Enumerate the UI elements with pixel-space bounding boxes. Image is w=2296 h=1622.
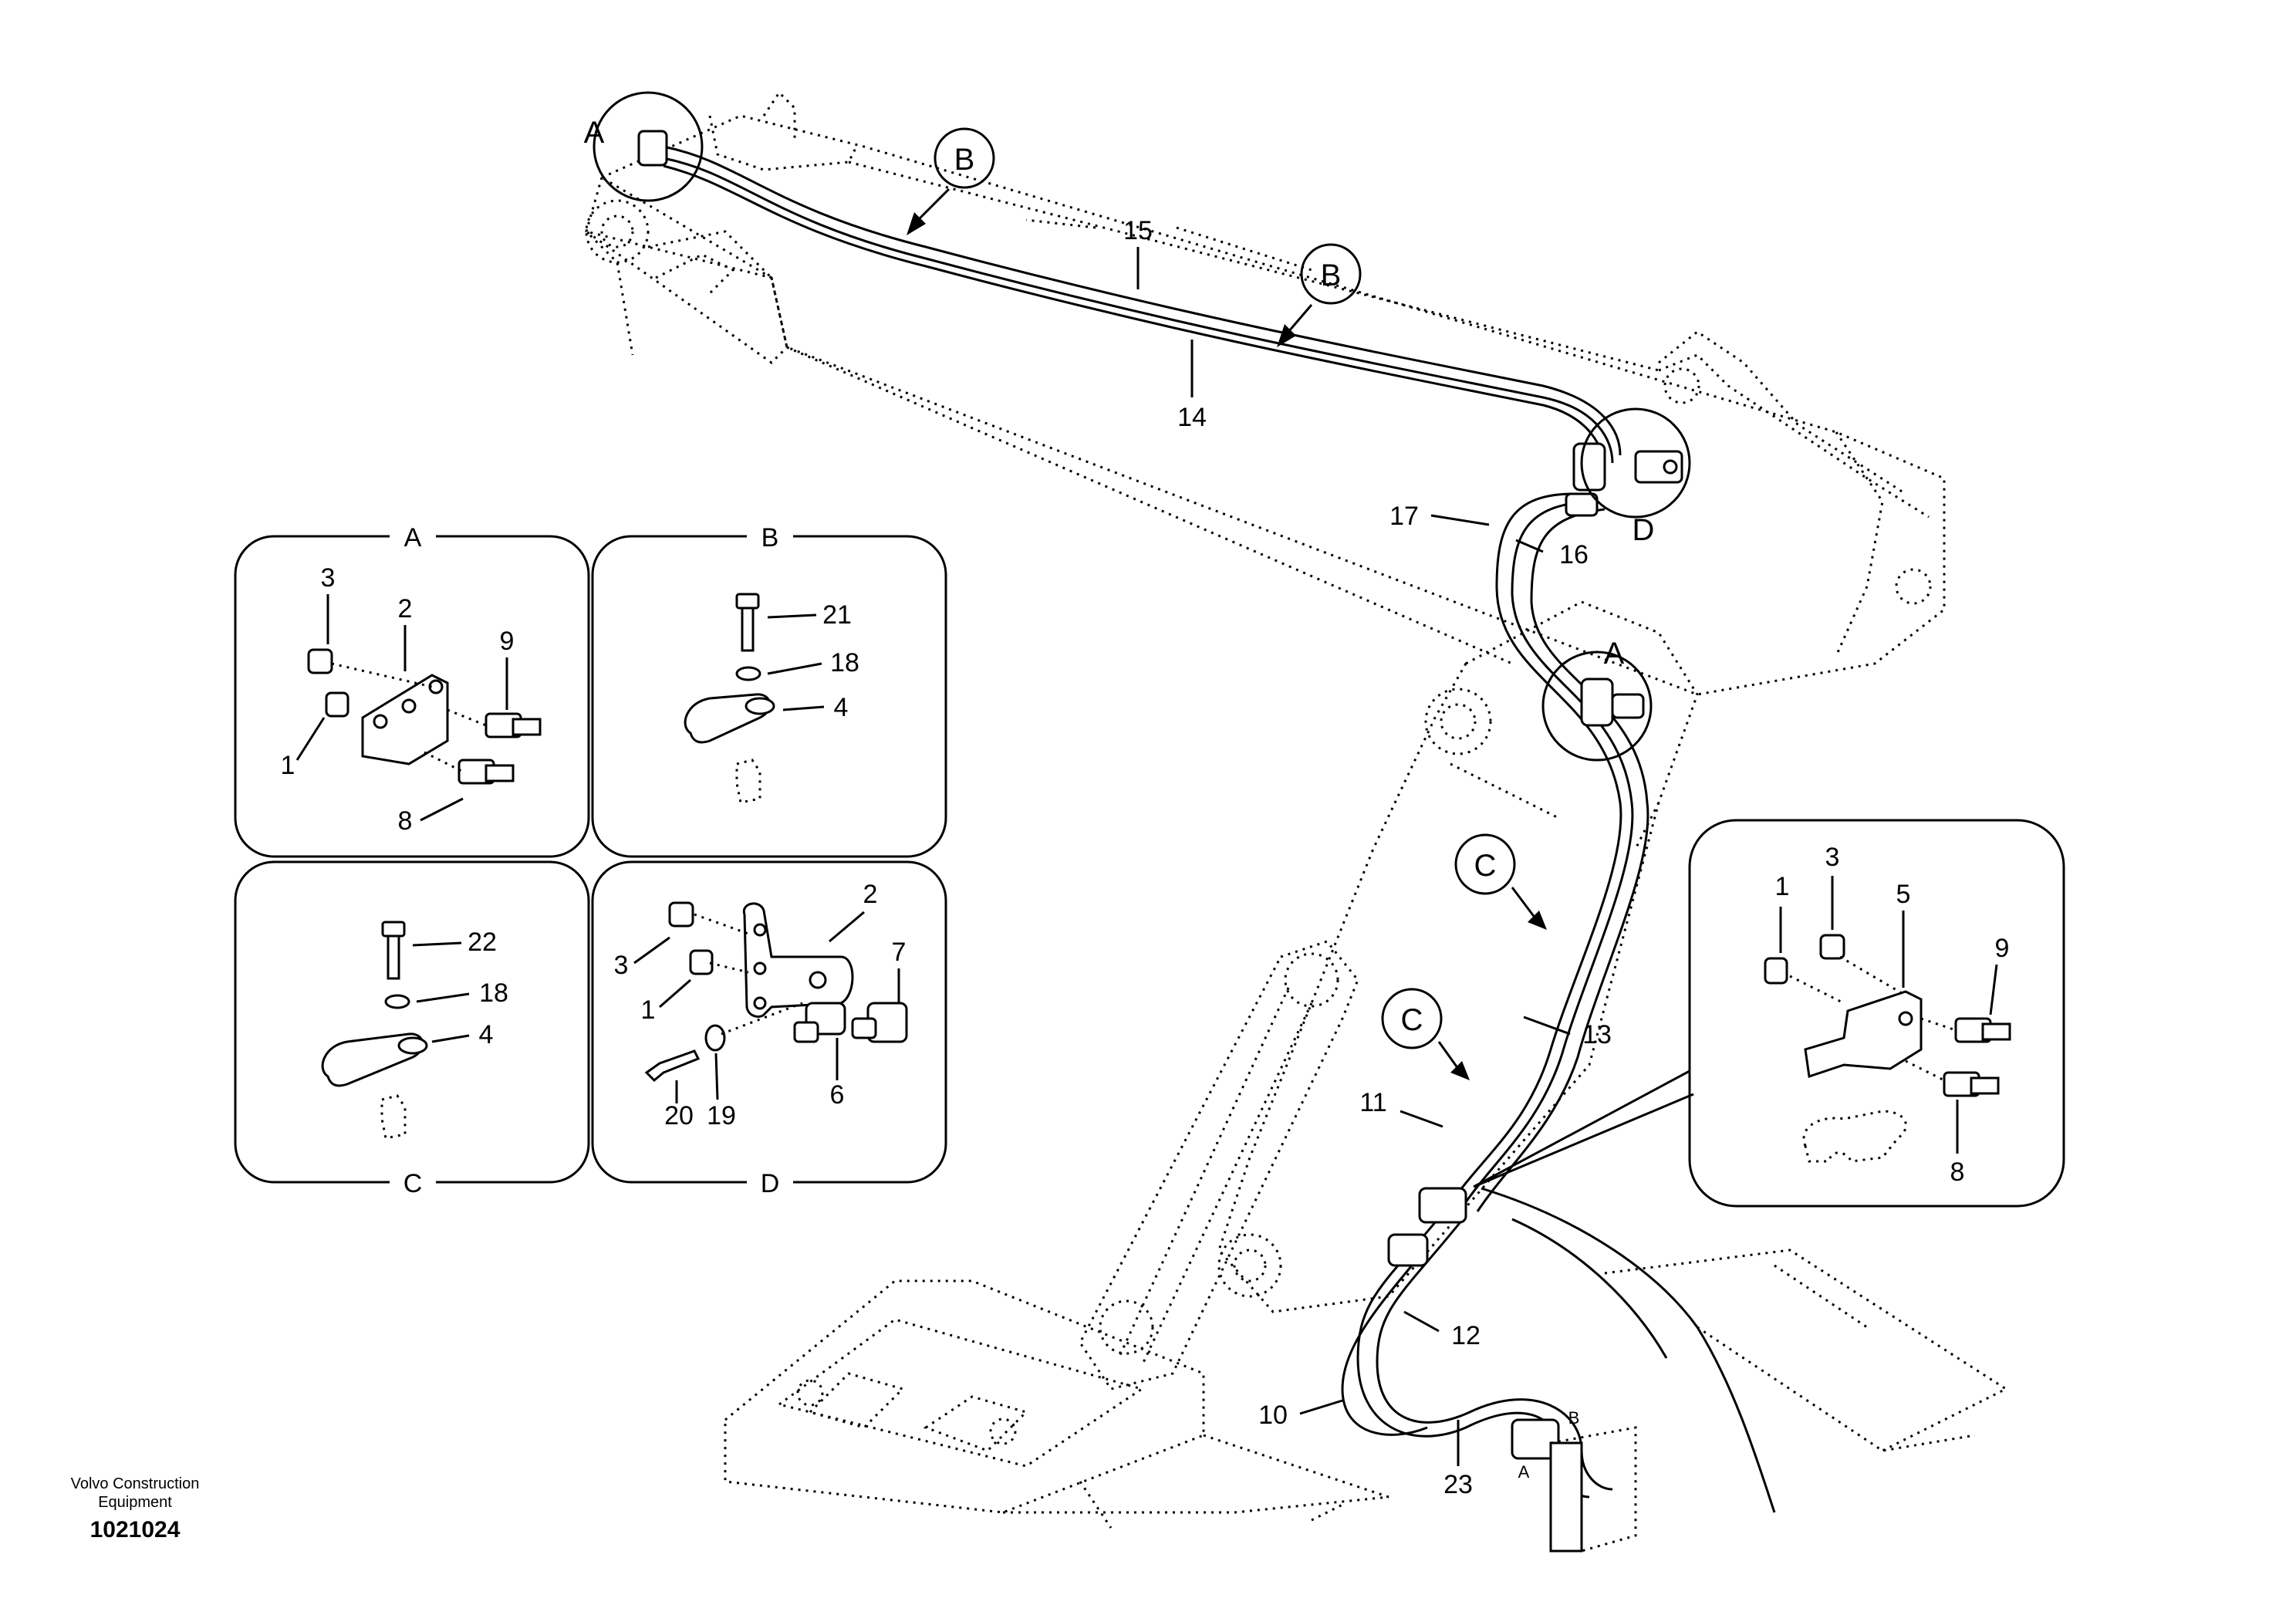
bolt-icon [644, 1049, 701, 1083]
callout-11: 11 [1359, 1088, 1386, 1117]
nut-icon [307, 648, 333, 674]
detail-b-callout-18: 18 [830, 648, 859, 678]
marker-b-1 [934, 127, 995, 189]
bracket-icon [1804, 990, 1923, 1078]
washer-icon [735, 666, 761, 681]
callout-16: 16 [1559, 540, 1589, 569]
brand-line-1: Volvo Construction [70, 1475, 200, 1492]
detail-e-callout-3: 3 [1825, 843, 1840, 872]
callout-15: 15 [1123, 216, 1153, 245]
detail-e-callout-5: 5 [1896, 880, 1911, 909]
detail-d: D 2 3 7 1 20 19 6 [591, 860, 947, 1198]
washer-icon [704, 1024, 726, 1052]
detail-a-title: A [404, 523, 422, 552]
callout-13: 13 [1582, 1020, 1612, 1049]
detail-a-callout-3: 3 [321, 563, 336, 593]
detail-d-callout-20: 20 [664, 1101, 694, 1130]
detail-c: C 22 18 4 [234, 860, 590, 1198]
bracket-icon [742, 902, 854, 1018]
detail-d-callout-7: 7 [892, 938, 907, 967]
port-label-a: A [1518, 1462, 1530, 1482]
marker-c-2-label: C [1401, 1003, 1423, 1037]
detail-b: B 21 18 4 [591, 523, 947, 858]
marker-circle-d [1580, 407, 1691, 519]
detail-d-title: D [761, 1169, 780, 1198]
marker-b-2 [1300, 243, 1362, 305]
detail-d-callout-1: 1 [641, 995, 656, 1025]
detail-b-callout-4: 4 [834, 693, 849, 722]
detail-e: 1 3 5 9 8 [1473, 819, 2065, 1208]
detail-c-callout-4: 4 [479, 1020, 494, 1049]
detail-d-callout-6: 6 [830, 1080, 845, 1110]
marker-b-1-label: B [954, 143, 975, 177]
detail-e-callout-8: 8 [1950, 1157, 1965, 1187]
callout-17: 17 [1389, 502, 1419, 531]
marker-circle-a-upper [593, 91, 704, 202]
bolt-icon [735, 593, 760, 610]
detail-c-title: C [403, 1169, 423, 1198]
callout-14: 14 [1177, 403, 1207, 432]
detail-d-callout-3: 3 [614, 951, 629, 980]
machine-outline [585, 90, 2009, 1529]
detail-d-callout-19: 19 [707, 1101, 736, 1130]
detail-a-callout-1: 1 [281, 751, 295, 780]
detail-b-title: B [761, 523, 779, 552]
bracket-icon [361, 674, 449, 765]
marker-a-lower-label: A [1604, 637, 1625, 671]
detail-d-callout-2: 2 [863, 880, 878, 909]
callout-12: 12 [1451, 1321, 1481, 1350]
main-callouts: 15 14 17 16 13 11 12 10 23 A B [1025, 216, 1612, 1499]
marker-a-upper-label: A [584, 116, 605, 150]
section-markers: B B C C A D A [584, 116, 1655, 1080]
detail-e-callout-9: 9 [1995, 934, 2010, 963]
detail-c-callout-18: 18 [479, 978, 508, 1008]
callout-23: 23 [1443, 1470, 1473, 1499]
bolt-icon [381, 921, 406, 938]
marker-c-1-label: C [1474, 849, 1497, 883]
washer-icon [384, 994, 410, 1009]
marker-c-1 [1454, 833, 1516, 895]
port-label-b: B [1568, 1408, 1580, 1428]
marker-c-2 [1381, 988, 1443, 1049]
detail-a-callout-2: 2 [398, 594, 413, 623]
detail-a-callout-8: 8 [398, 806, 413, 836]
marker-d-label: D [1633, 513, 1655, 547]
detail-e-callout-1: 1 [1775, 872, 1790, 901]
detail-a-callout-9: 9 [500, 627, 515, 656]
detail-b-callout-21: 21 [822, 600, 852, 630]
callout-10: 10 [1258, 1401, 1288, 1430]
document-number: 1021024 [89, 1517, 181, 1543]
brand-line-2: Equipment [98, 1494, 172, 1511]
nut-icon [1764, 957, 1788, 985]
nut-icon [689, 949, 714, 975]
detail-a: A 3 2 9 1 8 [234, 523, 590, 858]
detail-marker-circles [593, 91, 1691, 762]
nut-icon [1819, 934, 1845, 960]
detail-c-callout-22: 22 [468, 928, 497, 957]
nut-icon [668, 901, 694, 928]
marker-circle-a-lower [1541, 650, 1653, 762]
marker-b-2-label: B [1321, 259, 1342, 292]
nut-icon [325, 691, 349, 718]
